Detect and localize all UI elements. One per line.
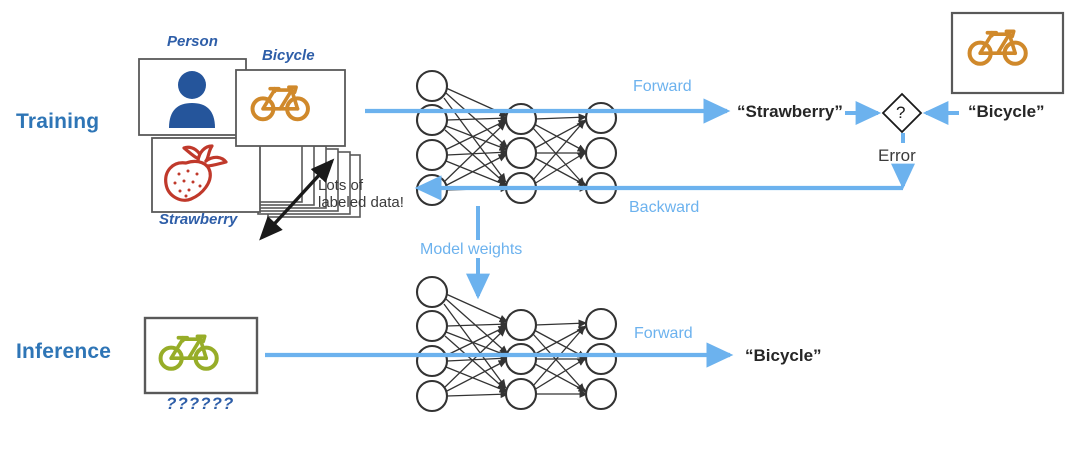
training-card-person xyxy=(138,58,247,136)
node-output-2 xyxy=(584,342,618,376)
training-backward-label: Backward xyxy=(629,199,700,216)
model-weights-label: Model weights xyxy=(420,241,523,258)
inference-forward-label: Forward xyxy=(634,325,693,342)
node-output-2 xyxy=(584,136,618,170)
error-label: Error xyxy=(878,146,916,165)
comparator-question-mark: ? xyxy=(896,103,906,122)
inference-prediction-label: “Bicycle” xyxy=(745,346,822,365)
strawberry-seeds xyxy=(173,169,202,198)
training-section-title: Training xyxy=(16,110,100,133)
node-input-4 xyxy=(415,379,449,413)
node-output-1 xyxy=(584,307,618,341)
node-input-3 xyxy=(415,344,449,378)
node-output-3 xyxy=(584,377,618,411)
node-hidden-2 xyxy=(504,342,538,376)
card-caption-person: Person xyxy=(167,33,218,50)
node-hidden-3 xyxy=(504,377,538,411)
inference-section-title: Inference xyxy=(16,340,112,363)
labeled-data-note-line1: Lots of xyxy=(318,177,364,194)
person-icon xyxy=(169,71,215,128)
training-card-bicycle xyxy=(235,69,346,147)
labeled-data-note: Lots of labeled data! xyxy=(318,177,428,211)
node-input-1 xyxy=(415,275,449,309)
inference-network xyxy=(415,275,618,413)
labeled-data-note-line2: labeled data! xyxy=(318,194,404,211)
node-hidden-1 xyxy=(504,308,538,342)
double-headed-arrow xyxy=(259,158,335,241)
node-hidden-1 xyxy=(504,102,538,136)
card-caption-bicycle: Bicycle xyxy=(262,47,315,64)
node-input-2 xyxy=(415,309,449,343)
node-output-1 xyxy=(584,101,618,135)
ground-truth-image xyxy=(950,11,1065,95)
training-card-strawberry xyxy=(151,137,261,213)
node-input-3 xyxy=(415,138,449,172)
training-network xyxy=(415,69,618,207)
comparator-diamond xyxy=(881,92,923,134)
training-prediction-label: “Strawberry” xyxy=(737,102,843,121)
node-input-1 xyxy=(415,69,449,103)
inference-input-caption: ?????? xyxy=(166,394,235,413)
inference-input-card xyxy=(143,316,259,395)
strawberry-icon xyxy=(164,144,228,202)
training-forward-label: Forward xyxy=(633,78,692,95)
card-caption-strawberry: Strawberry xyxy=(159,211,238,228)
node-hidden-2 xyxy=(504,136,538,170)
ground-truth-label: “Bicycle” xyxy=(968,102,1045,121)
